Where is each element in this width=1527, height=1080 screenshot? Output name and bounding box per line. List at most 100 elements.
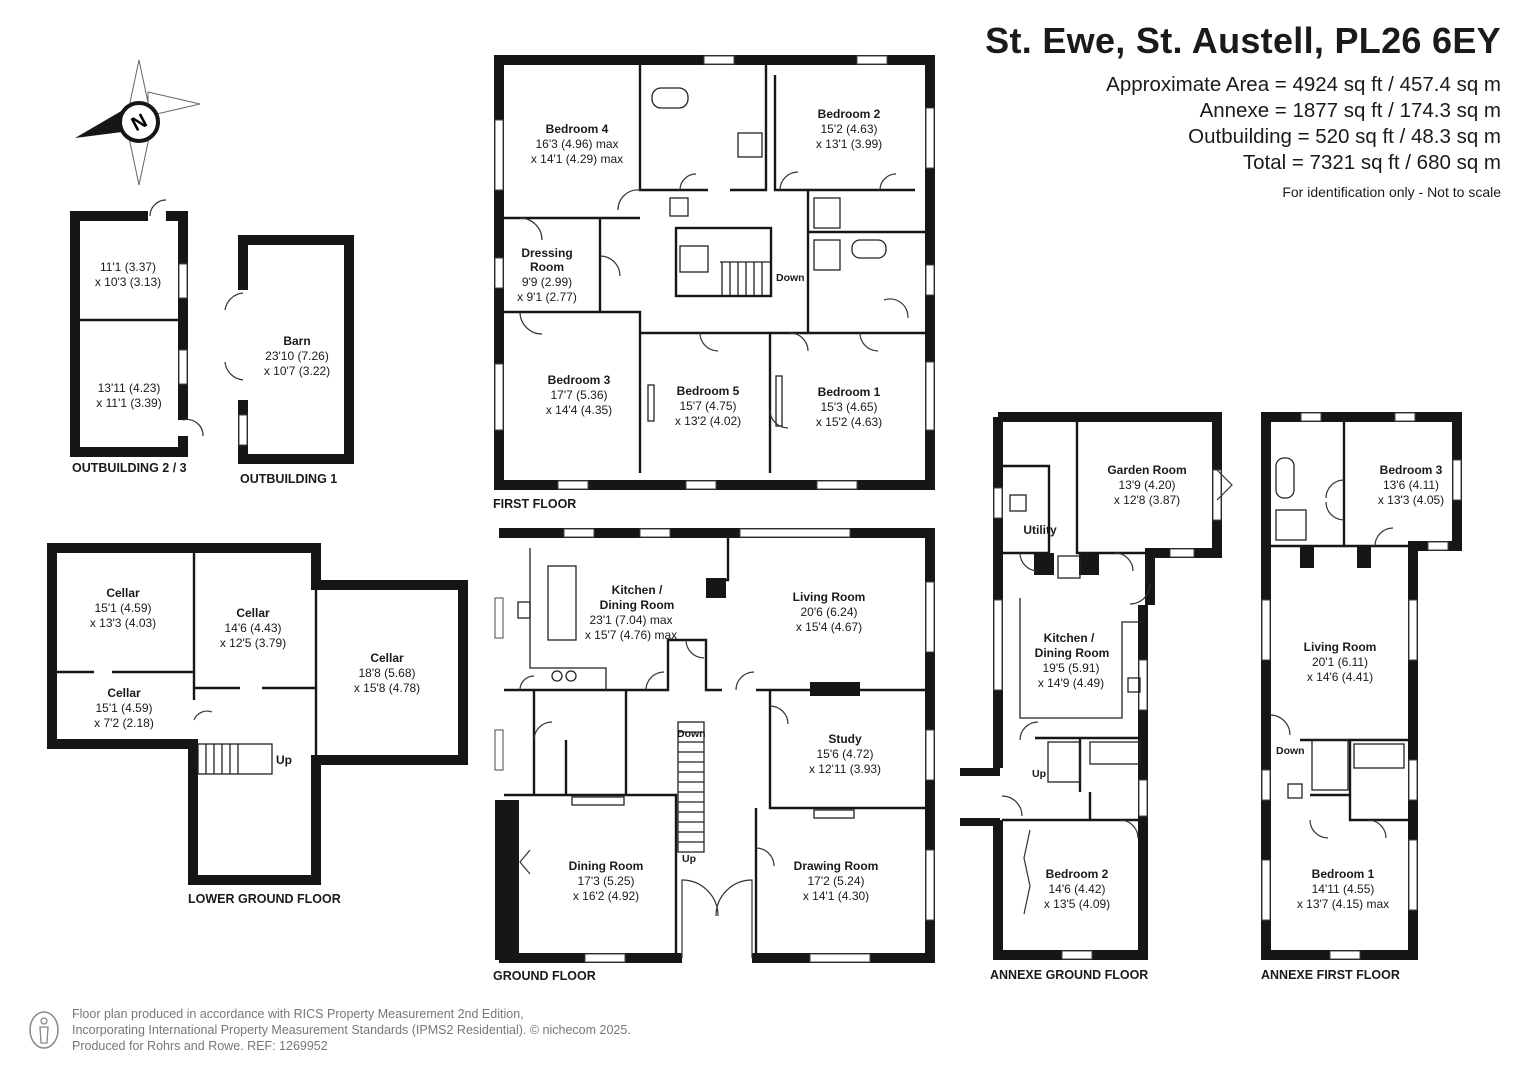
ff-bedroom5-name: Bedroom 5 [677,384,740,398]
outbuilding-room-a-dim2: x 10'3 (3.13) [95,275,161,289]
gf-dining-name: Dining Room [569,859,644,873]
ff-bedroom3-dim2: x 14'4 (4.35) [546,403,612,417]
ag-stair-up: Up [1032,768,1046,780]
af-living-dim2: x 14'6 (4.41) [1307,670,1373,684]
gf-living-name: Living Room [793,590,866,604]
outbuilding-room-a-dim1: 11'1 (3.37) [100,260,156,274]
gf-dining-dim1: 17'3 (5.25) [578,874,635,888]
cellar-1-dim1: 15'1 (4.59) [95,601,152,615]
ag-kitchen-name1: Kitchen / [1044,631,1095,645]
af-living-name: Living Room [1304,640,1377,654]
af-bedroom3-dim2: x 13'3 (4.05) [1378,493,1444,507]
gf-living-dim1: 20'6 (6.24) [801,605,858,619]
annexe-ground-floor: Garden Room 13'9 (4.20) x 12'8 (3.87) Ut… [960,412,1233,982]
gf-living-dim2: x 15'4 (4.67) [796,620,862,634]
barn-dim1: 23'10 (7.26) [265,349,329,363]
ff-dressing-dim1: 9'9 (2.99) [522,275,572,289]
ag-utility-name: Utility [1023,523,1057,537]
cellar-2-dim2: x 12'5 (3.79) [220,636,286,650]
compass-icon: N [75,59,201,186]
barn-name: Barn [283,334,310,348]
cellar-1-dim2: x 13'3 (4.03) [90,616,156,630]
gf-kitchen-dim1: 23'1 (7.04) max [590,613,673,627]
footer-line-1: Floor plan produced in accordance with R… [72,1007,524,1021]
ff-bedroom5-dim1: 15'7 (4.75) [680,399,737,413]
af-bedroom1-dim1: 14'11 (4.55) [1312,882,1375,896]
area-outbuilding: Outbuilding = 520 sq ft / 48.3 sq m [1188,125,1501,148]
ag-bedroom2-dim2: x 13'5 (4.09) [1044,897,1110,911]
ag-bedroom2-dim1: 14'6 (4.42) [1049,882,1106,896]
ff-dressing-name2: Room [530,260,564,274]
af-bedroom3-name: Bedroom 3 [1380,463,1443,477]
cellar-4-dim1: 15'1 (4.59) [96,701,153,715]
cellar-4-name: Cellar [107,686,141,700]
ff-bedroom3-dim1: 17'7 (5.36) [551,388,608,402]
ff-bedroom2-dim2: x 13'1 (3.99) [816,137,882,151]
outbuilding-1: Barn 23'10 (7.26) x 10'7 (3.22) OUTBUILD… [224,235,354,486]
annexe-first-floor-label: ANNEXE FIRST FLOOR [1261,968,1400,982]
ff-bedroom3-name: Bedroom 3 [548,373,611,387]
footer-credits: Floor plan produced in accordance with R… [72,1006,631,1054]
ground-floor-label: GROUND FLOOR [493,969,596,983]
cellar-2-dim1: 14'6 (4.43) [225,621,282,635]
gf-stair-down: Down [677,728,706,740]
gf-study-name: Study [828,732,862,746]
annexe-ground-floor-label: ANNEXE GROUND FLOOR [990,968,1148,982]
first-floor: Bedroom 4 16'3 (4.96) max x 14'1 (4.29) … [493,55,935,511]
ff-bedroom5-dim2: x 13'2 (4.02) [675,414,741,428]
gf-drawing-dim1: 17'2 (5.24) [808,874,865,888]
footer-line-2: Incorporating International Property Mea… [72,1023,631,1037]
gf-kitchen-name1: Kitchen / [612,583,663,597]
ff-bedroom1-dim2: x 15'2 (4.63) [816,415,882,429]
annexe-first-floor: Bedroom 3 13'6 (4.11) x 13'3 (4.05) Livi… [1261,412,1462,982]
area-approximate: Approximate Area = 4924 sq ft / 457.4 sq… [1106,73,1501,96]
ag-garden-dim1: 13'9 (4.20) [1119,478,1176,492]
ff-bedroom1-name: Bedroom 1 [818,385,881,399]
ff-bedroom2-dim1: 15'2 (4.63) [821,122,878,136]
area-summary: Approximate Area = 4924 sq ft / 457.4 sq… [1106,72,1501,176]
cellar-4-dim2: x 7'2 (2.18) [94,716,154,730]
ag-kitchen-dim2: x 14'9 (4.49) [1038,676,1104,690]
scale-disclaimer: For identification only - Not to scale [1282,184,1501,200]
ag-garden-name: Garden Room [1107,463,1186,477]
ag-kitchen-name2: Dining Room [1035,646,1110,660]
ff-bedroom4-dim1: 16'3 (4.96) max [536,137,619,151]
gf-study-dim1: 15'6 (4.72) [817,747,874,761]
ag-bedroom2-name: Bedroom 2 [1046,867,1109,881]
gf-drawing-dim2: x 14'1 (4.30) [803,889,869,903]
gf-dining-dim2: x 16'2 (4.92) [573,889,639,903]
outbuilding-2-3: 11'1 (3.37) x 10'3 (3.13) 13'11 (4.23) x… [70,199,204,475]
cellar-2-name: Cellar [236,606,270,620]
outbuilding-2-3-label: OUTBUILDING 2 / 3 [72,461,187,475]
ff-bedroom4-name: Bedroom 4 [546,122,609,136]
cellar-1-name: Cellar [106,586,140,600]
af-living-dim1: 20'1 (6.11) [1312,655,1368,669]
cellar-3-name: Cellar [370,651,404,665]
lower-ground-floor-label: LOWER GROUND FLOOR [188,892,341,906]
ag-garden-dim2: x 12'8 (3.87) [1114,493,1180,507]
rics-logo-icon [29,1011,59,1049]
ff-bedroom1-dim1: 15'3 (4.65) [821,400,878,414]
af-bedroom3-dim1: 13'6 (4.11) [1383,478,1439,492]
ag-kitchen-dim1: 19'5 (5.91) [1043,661,1100,675]
af-stair-down: Down [1276,745,1305,757]
af-bedroom1-name: Bedroom 1 [1312,867,1375,881]
cellar-3-dim2: x 15'8 (4.78) [354,681,420,695]
gf-kitchen-name2: Dining Room [600,598,675,612]
gf-kitchen-dim2: x 15'7 (4.76) max [585,628,677,642]
area-total: Total = 7321 sq ft / 680 sq m [1242,151,1501,174]
gf-drawing-name: Drawing Room [794,859,879,873]
outbuilding-room-b-dim2: x 11'1 (3.39) [96,396,161,410]
ff-dressing-name1: Dressing [521,246,572,260]
gf-study-dim2: x 12'11 (3.93) [809,762,881,776]
ff-stair-down: Down [776,272,805,284]
footer-line-3: Produced for Rohrs and Rowe. REF: 126995… [72,1039,328,1053]
outbuilding-1-label: OUTBUILDING 1 [240,472,337,486]
ff-bedroom2-name: Bedroom 2 [818,107,881,121]
area-annexe: Annexe = 1877 sq ft / 174.3 sq m [1199,99,1501,122]
af-bedroom1-dim2: x 13'7 (4.15) max [1297,897,1389,911]
outbuilding-room-b-dim1: 13'11 (4.23) [98,381,161,395]
barn-dim2: x 10'7 (3.22) [264,364,330,378]
property-address: St. Ewe, St. Austell, PL26 6EY [985,20,1501,61]
